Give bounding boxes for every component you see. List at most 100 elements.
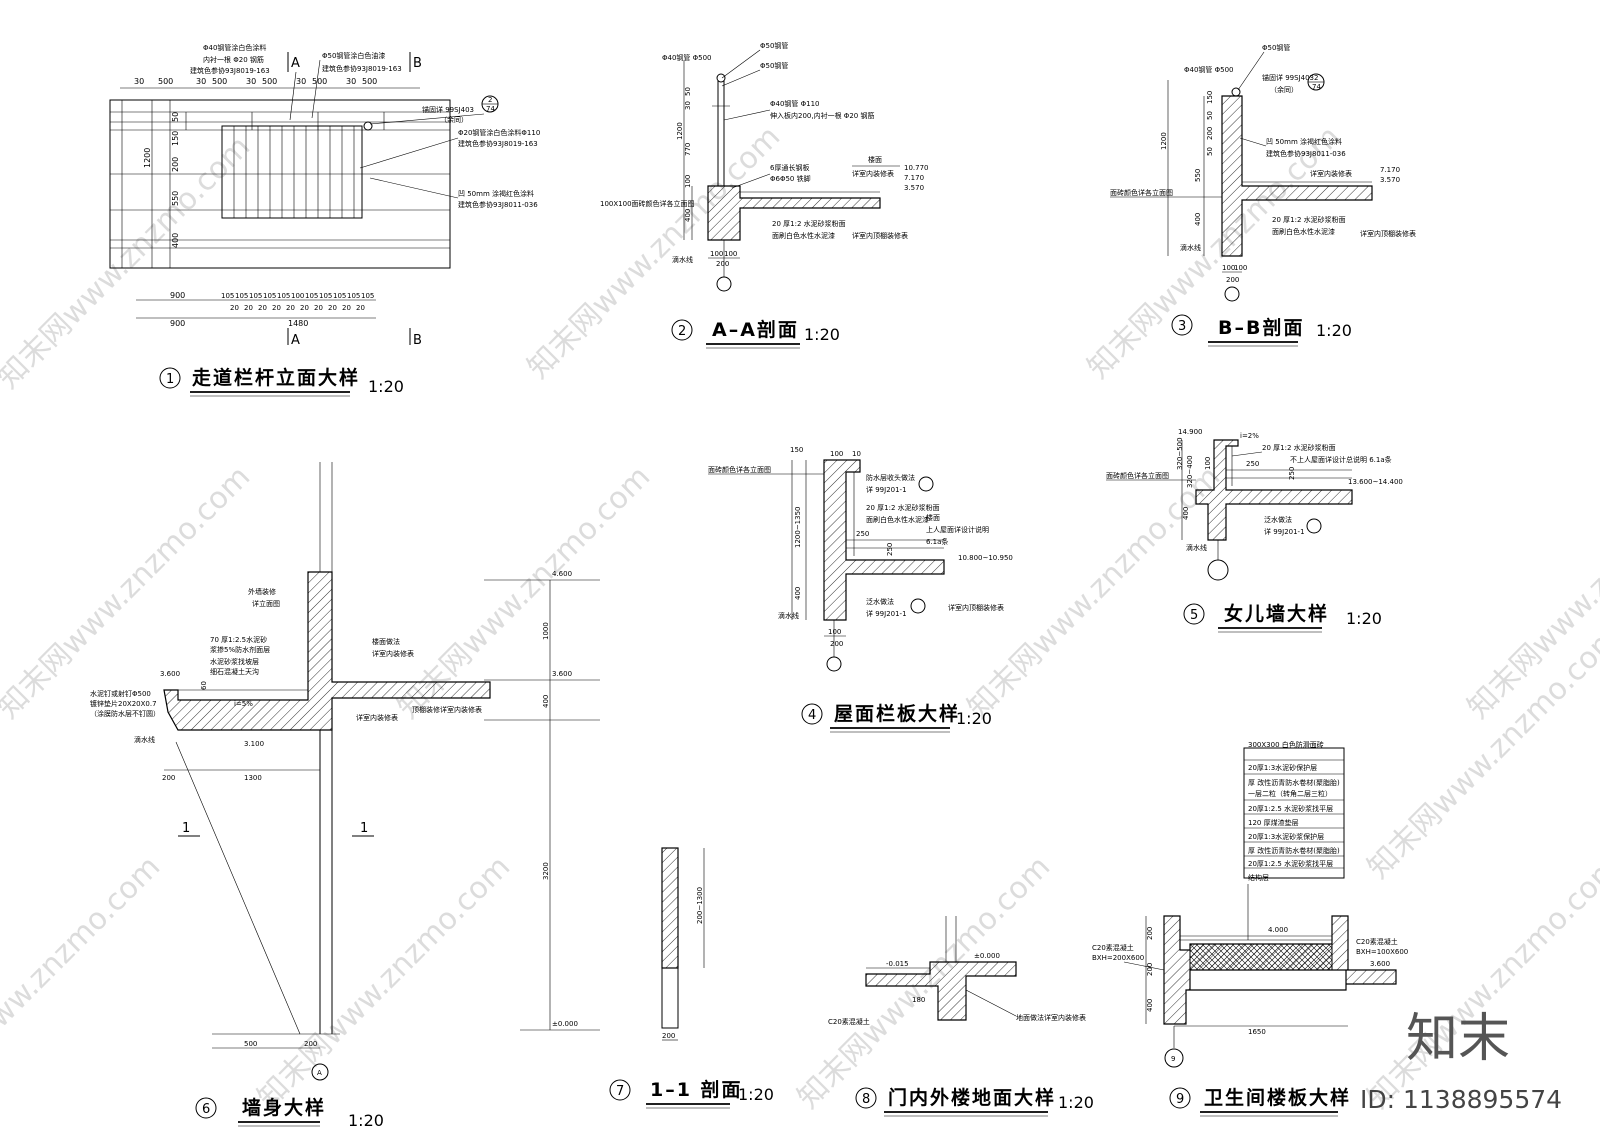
dim: 400 xyxy=(684,209,692,222)
detail-scale: 1:20 xyxy=(348,1111,384,1130)
note: 面刷白色水性水泥漆 xyxy=(1272,227,1335,236)
detail-number: 8 xyxy=(862,1092,870,1107)
dim: 30 xyxy=(684,101,692,110)
note: （涂膜防水层不钉圆） xyxy=(90,709,160,718)
note: BXH=200X600 xyxy=(1092,954,1144,962)
section-mark-b: B xyxy=(413,333,422,348)
elev: ±0.000 xyxy=(552,1020,578,1028)
watermark: 知末网www.znzmo.com xyxy=(521,119,787,385)
dim: 105 xyxy=(305,292,318,300)
detail-title: 门内外楼地面大样 xyxy=(888,1086,1056,1109)
elev: 10.800~10.950 xyxy=(958,554,1013,562)
note: 外墙装修 xyxy=(248,587,276,596)
dim: 50 xyxy=(171,112,180,122)
dim: 105 xyxy=(277,292,290,300)
dim: 400 xyxy=(1194,213,1202,226)
dim: 20 xyxy=(230,304,239,312)
dim: 550 xyxy=(171,191,180,206)
layer: 20厚1:3水泥砂浆保护层 xyxy=(1248,832,1324,841)
detail-6-wall-section: 200 1300 500 200 A 1 1 外墙装修 详立面图 70 厚1:2… xyxy=(90,462,600,1130)
dim: 105 xyxy=(235,292,248,300)
elev: 3.570 xyxy=(1380,176,1400,184)
dim: 3200 xyxy=(542,862,550,880)
section-mark: 1 xyxy=(182,821,190,836)
dim: 20 xyxy=(286,304,295,312)
dim: 100 xyxy=(684,175,692,188)
dim: 10 xyxy=(852,450,861,458)
detail-2-section-a-a: 50 30 1200 770 100 400 100 100 200 Φ40钢管… xyxy=(600,41,929,349)
dim: 180 xyxy=(912,996,925,1004)
note: 楼面 xyxy=(926,513,940,522)
note: 建筑色参协93J8019-163 xyxy=(322,64,402,73)
dim: 200 xyxy=(171,157,180,172)
layer: 300X300 白色防滑面砖 xyxy=(1248,740,1324,749)
note: 滴水线 xyxy=(778,611,799,620)
detail-number: 3 xyxy=(1178,319,1186,334)
dim: 500 xyxy=(244,1040,257,1048)
dim: 200 xyxy=(830,640,843,648)
dim: 200 xyxy=(1146,963,1154,976)
note: Φ40钢管 Φ500 xyxy=(662,53,712,62)
dim: 100 xyxy=(830,450,843,458)
note: C20素混凝土 xyxy=(1356,937,1398,946)
note: 详室内顶棚装修表 xyxy=(852,231,908,240)
detail-5-parapet-wall: 14.900 i=2% 320~500 320~400 100 400 250 … xyxy=(1106,428,1403,633)
detail-number: 6 xyxy=(202,1102,210,1117)
dim: 250 xyxy=(886,543,894,556)
ref: 2 xyxy=(488,96,492,104)
note: 详室内顶棚装修表 xyxy=(948,603,1004,612)
dim: 20 xyxy=(314,304,323,312)
dim: 150 xyxy=(790,446,803,454)
note: Φ50钢管 xyxy=(760,61,788,70)
detail-scale: 1:20 xyxy=(368,377,404,396)
dim: 20 xyxy=(300,304,309,312)
note: 顶棚装修详室内装修表 xyxy=(412,705,482,714)
dim: 105 xyxy=(333,292,346,300)
watermark: 知末网www.znzmo.com xyxy=(0,849,167,1115)
dim: 105 xyxy=(361,292,374,300)
detail-4-roof-parapet: 100 10 150 1200~1350 250 250 400 100 200… xyxy=(708,446,1013,733)
note: 地面做法详室内装修表 xyxy=(1016,1013,1086,1022)
dim: 1200~1350 xyxy=(794,507,802,549)
note: 面刷白色水性水泥漆 xyxy=(772,231,835,240)
cinder-fill xyxy=(1189,943,1333,971)
note: 详室内装修表 xyxy=(852,169,894,178)
ref: 74 xyxy=(486,105,495,113)
note: 70 厚1:2.5水泥砂 xyxy=(210,635,267,644)
note: 详室内装修表 xyxy=(372,649,414,658)
section-mark: 1 xyxy=(360,821,368,836)
note: 滴水线 xyxy=(134,735,155,744)
detail-number: 1 xyxy=(166,372,174,387)
note: Φ50钢管 xyxy=(760,41,788,50)
note: 20 厚1:2 水泥砂浆粉面 xyxy=(772,219,846,228)
note: 不上人屋面详设计总说明 6.1a条 xyxy=(1290,455,1392,464)
detail-scale: 1:20 xyxy=(1316,321,1352,340)
baluster-panel xyxy=(221,125,363,219)
note: 详立面图 xyxy=(252,599,280,608)
layer-table xyxy=(1243,747,1345,879)
brand-mark: 知末 ID: 1138895574 xyxy=(1360,1009,1562,1114)
note: 水泥砂浆找坡层 xyxy=(210,657,259,666)
dim: 50 xyxy=(1206,147,1214,156)
note: 详 99J201-1 xyxy=(1264,527,1305,536)
dim: 30 xyxy=(296,77,306,86)
ref: 74 xyxy=(1312,83,1321,91)
ref: 2 xyxy=(1314,74,1318,82)
detail-title: 女儿墙大样 xyxy=(1224,602,1329,625)
watermark: 知末网www.znzmo.com xyxy=(251,849,517,1115)
detail-title: 1–1 剖面 xyxy=(650,1078,743,1101)
dim: 1200 xyxy=(676,122,684,140)
section-mark-b: B xyxy=(413,56,422,71)
dim: 30 xyxy=(246,77,256,86)
detail-scale: 1:20 xyxy=(738,1085,774,1104)
layer: 一层二粒（转角二层三粒） xyxy=(1248,789,1332,798)
dim: 250 xyxy=(1246,460,1259,468)
note: 内衬一根 Φ20 钢筋 xyxy=(203,55,264,64)
dim: 105 xyxy=(263,292,276,300)
note: 楼面 xyxy=(868,155,882,164)
detail-title: 屋面栏板大样 xyxy=(834,702,960,725)
dim: 200 xyxy=(662,1032,675,1040)
note: 面砖颜色详各立面图 xyxy=(1110,188,1173,197)
watermark: 知末网www.znzmo.com xyxy=(0,129,257,395)
